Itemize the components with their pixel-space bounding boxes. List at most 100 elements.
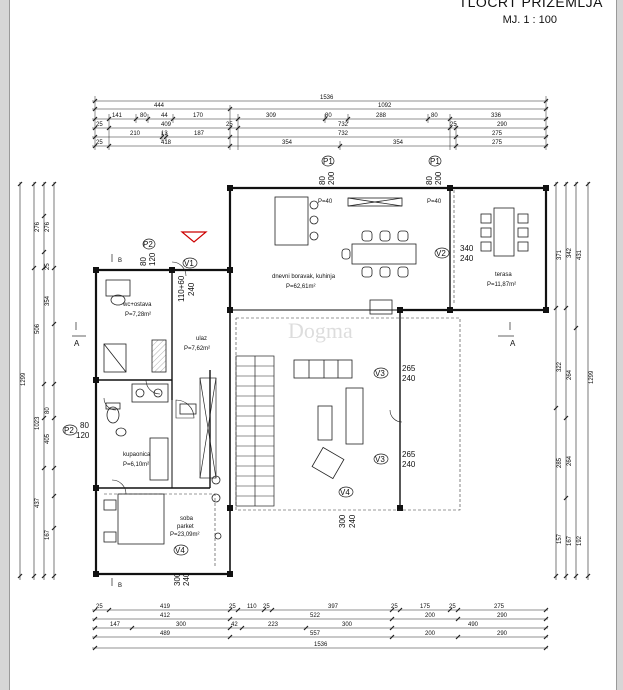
section-b-label: B [118,583,122,589]
room-bedroom-floor: parket [177,524,194,530]
dim-label: 444 [154,103,165,109]
marker-p2: P2 [143,240,153,249]
dim-label: 288 [376,113,387,119]
opening-size: 240 [182,572,191,586]
dim-label: 141 [112,113,123,119]
dim-label: 490 [468,622,479,628]
dim-label: 210 [130,131,141,137]
opening-size: 240 [348,514,357,528]
dim-label: 354 [282,140,293,146]
lounge-furniture [293,299,393,480]
dim-label: 110 [247,604,257,610]
dim-label: 275 [492,131,503,137]
opening-size: 120 [148,252,157,266]
dim-label: 25 [450,122,457,128]
dim-label: 25 [263,604,270,610]
dim-label: 275 [494,604,505,610]
columns [93,185,549,577]
right-dimension-chains [553,181,591,580]
room-labels: dnevni boravak, kuhinja P=62,61m² terasa… [122,272,516,538]
dining-table [341,230,417,278]
room-bedroom-area: P=23,09m² [170,532,200,538]
dim-label: 732 [338,122,349,128]
dim-label: 342 [567,247,573,258]
opening-size: 80 [139,257,148,266]
dim-label: 354 [393,140,404,146]
dim-label: 275 [492,140,503,146]
dim-label: 25 [449,604,456,610]
dim-label: 300 [176,622,187,628]
room-bath-area: P=6,10m² [123,462,149,468]
room-terrace-area: P=11,87m² [487,282,516,288]
dim-label: 167 [45,529,51,540]
dim-label: 147 [110,622,121,628]
opening-size: P=40 [427,199,442,205]
dim-label: 397 [328,604,339,610]
dim-label: 264 [567,455,573,466]
opening-size: 265 [402,450,416,459]
dim-label: 80 [325,113,332,119]
opening-size: 200 [327,171,336,185]
dim-label: 13 [161,131,168,137]
room-storage-area: P=7,28m² [125,312,151,318]
dim-label: 290 [497,613,508,619]
opening-marker-labels: P1 P1 P2 P2 V1 V2 V3 V3 V4 V4 [64,157,446,555]
top-dimension-chains [92,96,549,150]
room-living-area: P=62,61m² [286,284,316,290]
marker-v4: V4 [340,488,350,497]
dim-label: 25 [45,263,51,270]
dim-label: 506 [35,323,41,334]
opening-size: P=40 [318,199,333,205]
bathroom-fixtures [105,402,197,481]
opening-size-labels: 80 200 80 200 80 120 80 120 110+60 240 3… [76,171,474,586]
dim-label: 309 [266,113,277,119]
dim-label: 437 [35,497,41,508]
dim-label: 25 [229,604,236,610]
dim-label: 336 [491,113,502,119]
bottom-dimension-chains [92,607,549,651]
dim-label: 80 [140,113,147,119]
stair-treads [236,365,274,497]
marker-v3: V3 [375,455,385,464]
dim-label: 522 [310,613,321,619]
dim-label: 25 [96,122,103,128]
opening-size: 340 [460,244,474,253]
dim-label: 44 [161,113,168,119]
room-storage-name: wc+ostava [122,302,152,308]
left-dimension-chains [17,181,57,580]
section-b-label: B [118,258,122,264]
dim-label: 167 [567,535,573,546]
dim-label: 290 [497,122,508,128]
opening-size: 300 [173,572,182,586]
bottom-dimension-labels: 25 419 25 110 25 397 25 175 25 275 412 5… [96,604,508,648]
dim-label: 25 [226,122,233,128]
opening-size: 200 [434,171,443,185]
top-dimension-labels: 1536 444 1092 141 80 44 170 309 80 288 8… [96,95,508,146]
dim-label: 412 [160,613,171,619]
plan-scale: MJ. 1 : 100 [502,14,557,26]
opening-size: 240 [187,282,196,296]
room-entry-name: ulaz [196,336,207,342]
dim-label: 25 [96,140,103,146]
bedroom-furniture [103,475,222,545]
opening-size: 265 [402,364,416,373]
dim-label: 80 [45,407,51,414]
viewer-left-border [0,0,10,690]
opening-size: 80 [80,421,89,430]
dim-label: 1536 [320,95,334,101]
right-dimension-labels: 371 431 342 322 1299 264 285 264 157 167… [557,247,595,546]
marker-v3: V3 [375,369,385,378]
dim-label: 290 [497,631,508,637]
staircase [235,355,275,507]
opening-size: 240 [402,460,416,469]
opening-size: 300 [338,514,347,528]
marker-v4: V4 [175,546,185,555]
dim-label: 187 [194,131,205,137]
dim-label: 300 [342,622,353,628]
room-bedroom-name: soba [180,516,194,522]
dim-label: 200 [425,631,436,637]
viewer-right-border [616,0,623,690]
wc-storage-fixtures [103,279,169,403]
dim-label: 200 [425,613,436,619]
dim-label: 223 [268,622,279,628]
